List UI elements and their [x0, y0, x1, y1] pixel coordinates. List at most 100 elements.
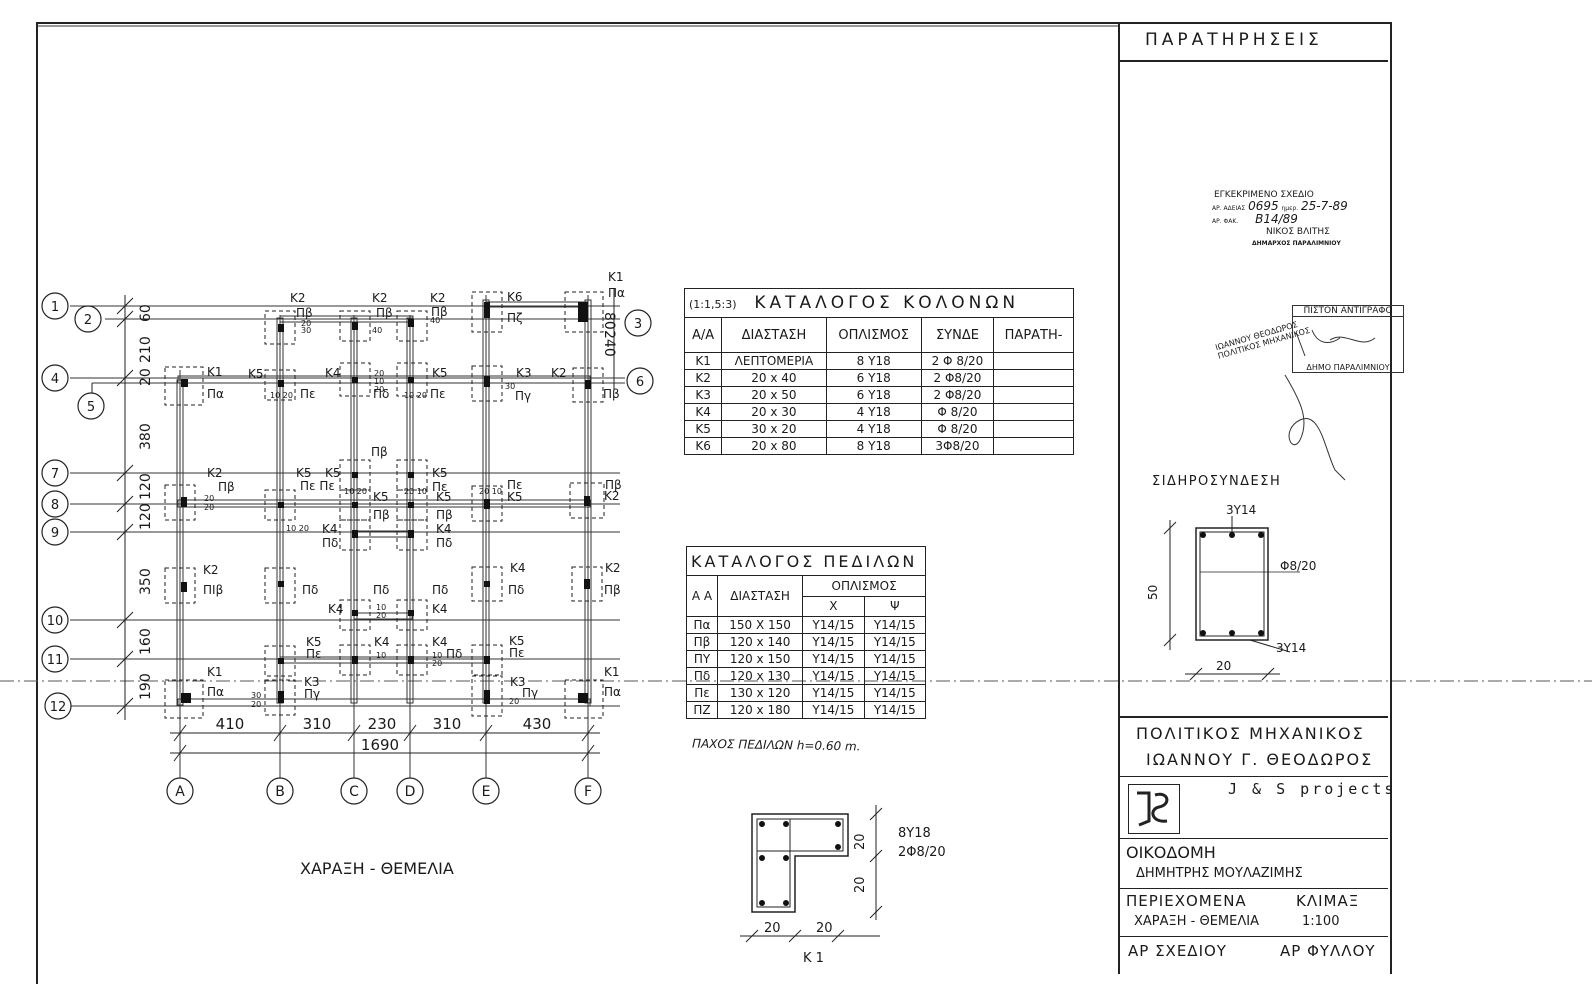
- dim-value: 350: [138, 568, 154, 595]
- col-header: Α Α: [686, 575, 718, 617]
- row-label: 9: [51, 526, 59, 541]
- member-label: K5: [509, 634, 525, 648]
- dim-value: 240: [601, 330, 617, 357]
- member-label: Πδ: [373, 387, 389, 401]
- horizontal-dimension-lines: [170, 724, 600, 762]
- cell: 6 Y18: [825, 386, 922, 404]
- signature-scribble: [1284, 329, 1376, 481]
- small-dim: 10 20: [404, 391, 427, 400]
- row-label: 12: [50, 700, 67, 715]
- member-label: Πγ: [522, 686, 538, 700]
- member-label: Πε: [432, 480, 448, 494]
- member-label: Πδ: [432, 583, 448, 597]
- cell: 120 x 180: [716, 701, 804, 719]
- small-dim: 10: [376, 651, 386, 660]
- member-label: K6: [507, 290, 523, 304]
- tie-beam-dimension-lines: [1163, 516, 1291, 681]
- cell: Φ 8/20: [920, 403, 995, 421]
- dim-value: 20: [138, 368, 154, 386]
- member-label: K1: [604, 665, 620, 679]
- cell: ΠΖ: [686, 701, 718, 719]
- drawing-title: ΧΑΡΑΞΗ - ΘΕΜΕΛΙΑ: [300, 859, 454, 878]
- dim-value: 60: [138, 304, 154, 322]
- cell: 4 Y18: [825, 420, 922, 438]
- row-label: 4: [51, 372, 59, 387]
- col-header: Α/Α: [683, 317, 723, 353]
- member-label: K4: [322, 522, 338, 536]
- cell: 20 x 40: [721, 369, 827, 387]
- small-dim: 20: [204, 494, 214, 503]
- cell: 20 x 80: [721, 437, 827, 455]
- cell: Πβ: [686, 633, 718, 651]
- row-label: 10: [47, 614, 64, 629]
- cell: 120 x 140: [716, 633, 804, 651]
- k1-detail-labels: 8Y18 2Φ8/20 20 20 20 20 K 1: [764, 826, 946, 966]
- scale-value: 1:100: [1302, 914, 1340, 929]
- member-label: K4: [510, 561, 526, 575]
- dim-value: 80: [601, 312, 617, 330]
- stamp-label: ΑΡ. ΑΔΕΙΑΣ: [1212, 205, 1246, 212]
- dim-value: 410: [216, 715, 245, 733]
- footings-catalog-title: ΚΑΤΑΛΟΓΟΣ ΠΕΔΙΛΩΝ: [686, 546, 926, 576]
- stamp-line: ΕΓΚΕΚΡΙΜΕΝΟ ΣΧΕΔΙΟ: [1214, 190, 1314, 200]
- col-header: ΣΥΝΔΕ: [920, 317, 995, 353]
- member-label: Πα: [207, 387, 224, 401]
- member-label: Πδ: [373, 583, 389, 597]
- row-bubble-labels: 1 2 3 4 5 6 7 8 9 10 11 12: [47, 300, 644, 715]
- cell: 30 x 20: [721, 420, 827, 438]
- cell: 20 x 50: [721, 386, 827, 404]
- member-label: ΠΙβ: [203, 583, 223, 597]
- stamp-label: ημερ.: [1281, 205, 1299, 212]
- member-label: K4: [374, 635, 390, 649]
- tie-detail-labels: ΣΙΔΗΡΟΣΥΝΔΕΣΗ 3Y14 Φ8/20 3Y14 50 20: [1146, 474, 1316, 673]
- col-header: ΟΠΛΙΣΜΟΣ: [802, 575, 926, 597]
- k1-detail-label: K 1: [803, 951, 824, 966]
- small-dim: 30: [251, 691, 261, 700]
- remarks-title: ΠΑΡΑΤΗΡΗΣΕΙΣ: [1145, 30, 1323, 50]
- building-label: ΟΙΚΟΔΟΜΗ: [1126, 843, 1216, 862]
- col-header: ΔΙΑΣΤΑΣΗ: [721, 317, 827, 353]
- sheet-no-label: ΑΡ ΦΥΛΛΟΥ: [1280, 942, 1376, 960]
- firm-name: J & S projects: [1228, 780, 1397, 798]
- cell: [993, 420, 1074, 438]
- cell: K6: [683, 437, 723, 455]
- cell: K4: [683, 403, 723, 421]
- tie-beam-bars: [1200, 532, 1264, 636]
- dim-value: 310: [433, 715, 462, 733]
- member-label: Πδ: [302, 583, 318, 597]
- cell: Y14/15: [802, 667, 865, 685]
- member-label: Πβ: [603, 387, 620, 401]
- cell: Y14/15: [802, 633, 865, 651]
- row-label: 5: [87, 400, 95, 415]
- vertical-dimension-values: 60 210 80 240 20 380 120 120 350 160 190: [138, 304, 617, 700]
- small-dim: 20 10: [404, 487, 427, 496]
- member-label: Πβ: [605, 478, 622, 492]
- member-label: K5: [248, 367, 264, 381]
- member-label: K3: [304, 675, 320, 689]
- columns-catalog-table: (1:1,5:3) ΚΑΤΑΛΟΓΟΣ ΚΟΛΟΝΩΝ Α/Α ΔΙΑΣΤΑΣΗ…: [683, 288, 1074, 455]
- k1-dim: 20: [816, 921, 833, 936]
- cell: 6 Y18: [825, 369, 922, 387]
- col-header: Ψ: [863, 595, 927, 617]
- member-label: K4: [436, 522, 452, 536]
- small-dim: 10: [432, 651, 442, 660]
- small-dim: 30: [505, 382, 515, 391]
- small-dim: 40: [372, 326, 382, 335]
- row-bubbles: [41, 292, 654, 720]
- sheet-border: [36, 22, 1390, 984]
- small-dim: 10: [374, 377, 384, 386]
- columns-catalog-title: ΚΑΤΑΛΟΓΟΣ ΚΟΛΟΝΩΝ: [754, 293, 1020, 313]
- cell: [993, 352, 1074, 370]
- cell: 150 X 150: [716, 616, 804, 634]
- member-label: K3: [516, 366, 532, 380]
- cell: Πδ: [686, 667, 718, 685]
- member-label: K1: [207, 665, 223, 679]
- small-dim: 20 10: [479, 487, 502, 496]
- column-label: D: [405, 784, 416, 800]
- row-label: 11: [47, 653, 64, 668]
